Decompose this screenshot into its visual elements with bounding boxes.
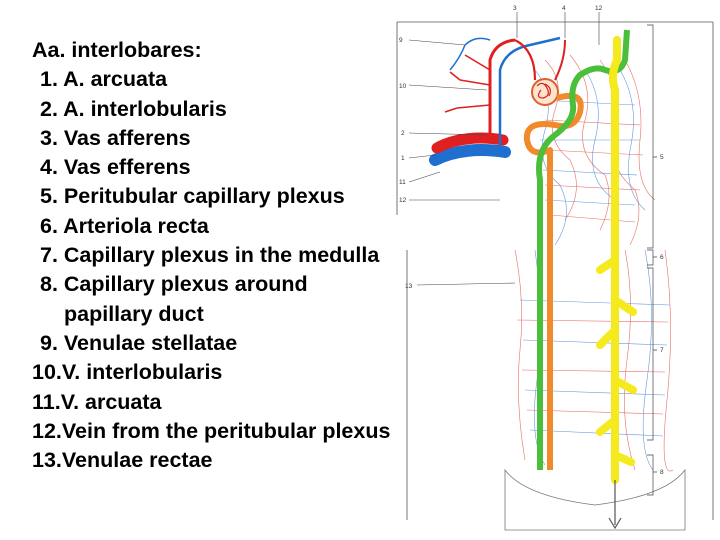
vas-efferens (554, 39, 566, 81)
arcuate-artery (431, 132, 509, 154)
label-9: 9 (399, 37, 403, 44)
label-12-top: 12 (595, 5, 603, 12)
legend-item-9: 9. Venulae stellatae (40, 330, 238, 355)
glomerulus (531, 78, 559, 106)
legend-item-5: 5. Peritubular capillary plexus (40, 184, 345, 209)
label-2: 2 (401, 130, 405, 137)
legend-item-6: 6. Arteriola recta (40, 213, 209, 238)
label-6: 6 (660, 254, 664, 261)
peritubular-capillary-plexus (544, 54, 656, 246)
label-4: 4 (562, 5, 566, 12)
label-3: 3 (513, 5, 517, 12)
interlobular-artery (488, 38, 516, 140)
top-leader-lines (516, 12, 600, 45)
label-11: 11 (399, 179, 406, 186)
arcuate-vein (429, 144, 511, 166)
label-13: 13 (405, 283, 413, 290)
legend-heading: Aa. interlobares: (32, 38, 202, 62)
proximal-tubule (523, 92, 584, 470)
legend: Aa. interlobares: 1. A. arcuata 2. A. in… (32, 36, 390, 475)
small-arterial-branches (444, 54, 491, 113)
papilla-outline (504, 468, 686, 531)
kidney-vasculature-diagram: 3 4 12 9 10 2 1 11 12 13 5 6 7 8 (395, 0, 720, 540)
venulae-stellatae (449, 37, 491, 71)
label-7: 7 (660, 347, 664, 354)
medulla-capillary-plexus (514, 249, 674, 472)
legend-item-2: 2. A. interlobularis (40, 96, 227, 121)
label-5: 5 (660, 154, 664, 161)
label-1: 1 (401, 155, 405, 162)
legend-item-3: 3. Vas afferens (40, 125, 191, 150)
legend-item-8: 8. Capillary plexus around (40, 272, 308, 297)
legend-item-8-continued: papillary duct (64, 301, 204, 326)
interlobular-vein (498, 36, 561, 150)
legend-item-4: 4. Vas efferens (40, 155, 191, 180)
legend-item-1: 1. A. arcuata (40, 67, 168, 92)
left-leader-lines (408, 39, 516, 286)
legend-item-7: 7. Capillary plexus in the medulla (40, 243, 380, 268)
papillary-duct-outlet (608, 480, 622, 530)
label-8: 8 (660, 469, 664, 476)
legend-item-11: 11.V. arcuata (32, 389, 162, 414)
capsule-outline (396, 21, 714, 520)
legend-item-13: 13.Venulae rectae (32, 448, 213, 473)
right-brackets (647, 24, 657, 496)
diagram-svg: 3 4 12 9 10 2 1 11 12 13 5 6 7 8 (396, 5, 714, 531)
venous-capillary-plexus (534, 64, 646, 246)
legend-item-10: 10.V. interlobularis (32, 360, 223, 385)
label-10: 10 (399, 83, 407, 90)
label-12-left: 12 (399, 197, 407, 204)
collecting-duct (596, 36, 637, 484)
legend-item-12: 12.Vein from the peritubular plexus (32, 418, 391, 443)
vas-afferens (514, 39, 537, 81)
